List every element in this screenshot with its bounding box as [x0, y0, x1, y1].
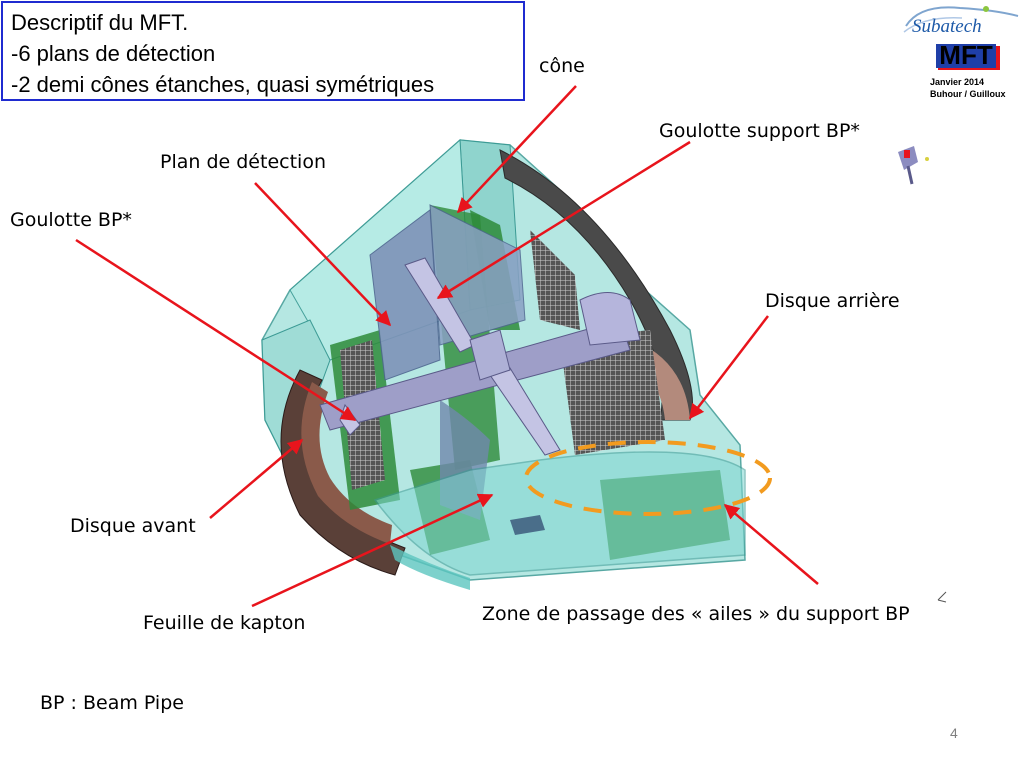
mft-logo: MFT — [936, 42, 1000, 70]
label-goulotte-support: Goulotte support BP* — [659, 120, 860, 142]
wing-passage-zone-outline — [524, 440, 772, 516]
label-zone-passage: Zone de passage des « ailes » du support… — [482, 603, 910, 625]
description-box: Descriptif du MFT. -6 plans de détection… — [1, 1, 525, 101]
description-line-1: Descriptif du MFT. — [11, 10, 189, 35]
label-cone: cône — [539, 55, 585, 77]
authors-text: Buhour / Guilloux — [930, 89, 1006, 99]
description-line-3: -2 demi cônes étanches, quasi symétrique… — [11, 72, 435, 97]
beam-pipe-support — [319, 257, 641, 456]
label-feuille-kapton: Feuille de kapton — [143, 612, 306, 634]
subatech-logo-text: Subatech — [912, 16, 982, 37]
axis-triad-icon — [937, 591, 947, 603]
page-number: 4 — [950, 725, 958, 741]
front-disc — [280, 369, 406, 576]
label-plan-detection: Plan de détection — [160, 151, 326, 173]
orientation-gizmo — [898, 146, 929, 185]
date-text: Janvier 2014 — [930, 77, 985, 87]
arrow-feuille-kapton — [251, 493, 494, 608]
arrow-disque-avant — [209, 439, 304, 519]
arrow-goulotte-support — [436, 140, 691, 300]
arrow-cone — [456, 85, 577, 214]
front-shell — [373, 451, 746, 590]
date-author-block: Janvier 2014 Buhour / Guilloux — [930, 76, 1006, 100]
subatech-logo: Subatech — [903, 6, 1019, 37]
label-goulotte-bp: Goulotte BP* — [10, 209, 132, 231]
arrow-disque-arriere — [689, 315, 769, 420]
label-disque-arriere: Disque arrière — [765, 290, 900, 312]
arrow-goulotte-bp — [75, 238, 357, 422]
footnote-beam-pipe: BP : Beam Pipe — [40, 692, 184, 714]
callout-arrows — [75, 85, 819, 608]
description-line-2: -6 plans de détection — [11, 41, 216, 66]
label-disque-avant: Disque avant — [70, 515, 196, 537]
arrow-zone-passage — [723, 504, 819, 585]
arrow-plan-detection — [254, 182, 392, 327]
mft-logo-text: MFT — [939, 42, 993, 70]
